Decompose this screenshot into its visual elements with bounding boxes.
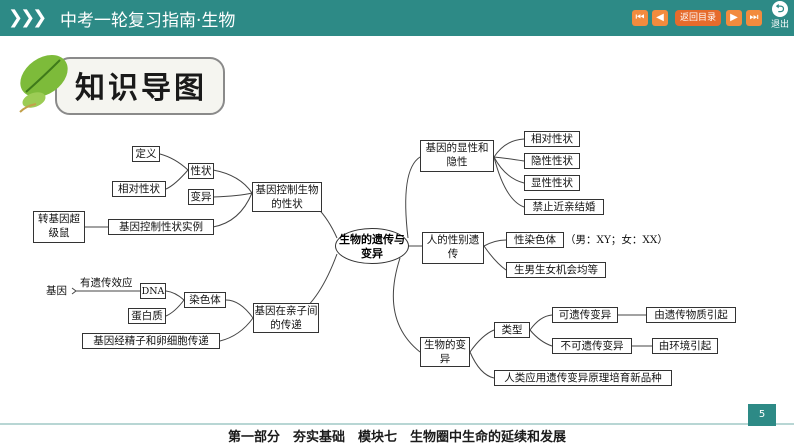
line-trait-definition: [159, 153, 189, 171]
first-page-button[interactable]: ⏮: [632, 10, 648, 26]
line-trans-chromosome: [225, 299, 254, 319]
node-example: 基因控制性状实例: [108, 219, 214, 235]
node-biological-variation: 生物的变异: [420, 337, 470, 367]
node-trait-control: 基因控制生物的性状: [252, 182, 322, 212]
node-relative-trait-left: 相对性状: [112, 181, 166, 197]
line-tc-variation: [212, 192, 253, 198]
prev-page-button[interactable]: ◀: [652, 10, 668, 26]
line-dom-relative: [493, 138, 525, 158]
node-germ-cells: 基因经精子和卵细胞传递: [82, 333, 220, 349]
text-gene: 基因: [46, 285, 67, 297]
node-heritable-cause: 由遗传物质引起: [646, 307, 736, 323]
line-dom-marriage: [493, 156, 525, 208]
node-heritable: 可遗传变异: [552, 307, 618, 323]
node-variation-left: 变异: [188, 189, 214, 205]
node-non-heritable-cause: 由环境引起: [652, 338, 718, 354]
text-sex-chromosome-note: （男：XY；女：XX）: [565, 234, 668, 246]
node-dominant-trait: 显性性状: [524, 175, 580, 191]
arrow-gene: [71, 287, 77, 295]
node-trait: 性状: [188, 163, 214, 179]
node-sex-chromosome: 性染色体: [506, 232, 564, 248]
line-types-nonheritable: [529, 329, 553, 347]
line-sex-chromosome: [483, 239, 507, 247]
footer-divider: [0, 423, 794, 425]
node-chromosome: 染色体: [184, 292, 226, 308]
node-transgenic-mouse: 转基因超级鼠: [33, 211, 85, 243]
leaf-vein: [25, 59, 61, 93]
back-to-contents-button[interactable]: 返回目录: [675, 10, 721, 26]
section-heading: 知识导图: [75, 71, 207, 106]
node-non-heritable: 不可遗传变异: [552, 338, 632, 354]
text-genetic-effect: 有遗传效应: [80, 277, 133, 289]
line-dom-recessive: [493, 156, 525, 162]
line-center-variation: [392, 257, 421, 353]
line-trans-germ: [219, 317, 254, 342]
node-recessive-trait: 隐性性状: [524, 153, 580, 169]
node-dna: DNA: [140, 283, 166, 299]
next-page-button[interactable]: ▶: [726, 10, 742, 26]
exit-label: 退出: [770, 20, 789, 30]
node-types: 类型: [494, 322, 530, 338]
node-breeding: 人类应用遗传变异原理培育新品种: [494, 370, 672, 386]
line-tc-trait: [212, 169, 253, 194]
line-chrom-protein: [165, 299, 185, 317]
node-definition: 定义: [132, 146, 160, 162]
line-sex-equal: [483, 245, 507, 271]
line-dom-dominant: [493, 156, 525, 184]
node-no-consanguineous: 禁止近亲结婚: [524, 199, 604, 215]
line-var-breeding: [469, 351, 495, 379]
node-protein: 蛋白质: [128, 308, 166, 324]
heading-leaf-banner: [19, 55, 225, 115]
line-tc-example: [212, 192, 253, 228]
line-var-types: [469, 329, 495, 353]
line-types-heritable: [529, 314, 553, 331]
line-center-dominant: [405, 156, 421, 239]
node-relative-trait-right: 相对性状: [524, 131, 580, 147]
page-number: 5: [748, 404, 776, 426]
small-leaf-icon: [22, 92, 46, 108]
node-dominant-recessive: 基因的显性和隐性: [420, 140, 494, 172]
last-page-button[interactable]: ⏭: [746, 10, 762, 26]
node-transmission: 基因在亲子间的传递: [253, 303, 319, 333]
line-trait-relative: [165, 169, 189, 190]
line-chrom-dna: [165, 290, 185, 301]
exit-button[interactable]: ⮌ 退出: [768, 1, 792, 30]
node-sex-inheritance: 人的性别遗传: [422, 232, 484, 264]
node-equal-chance: 生男生女机会均等: [506, 262, 606, 278]
footer-text: 第一部分 夯实基础 模块七 生物圈中生命的延续和发展: [227, 430, 566, 445]
mindmap-center: 生物的遗传与变异: [335, 228, 409, 264]
page-title: 中考一轮复习指南·生物: [60, 11, 236, 31]
chevron-icon: ❯❯❯: [8, 7, 47, 28]
exit-icon: ⮌: [772, 1, 788, 17]
leaf-stem: [19, 103, 37, 113]
